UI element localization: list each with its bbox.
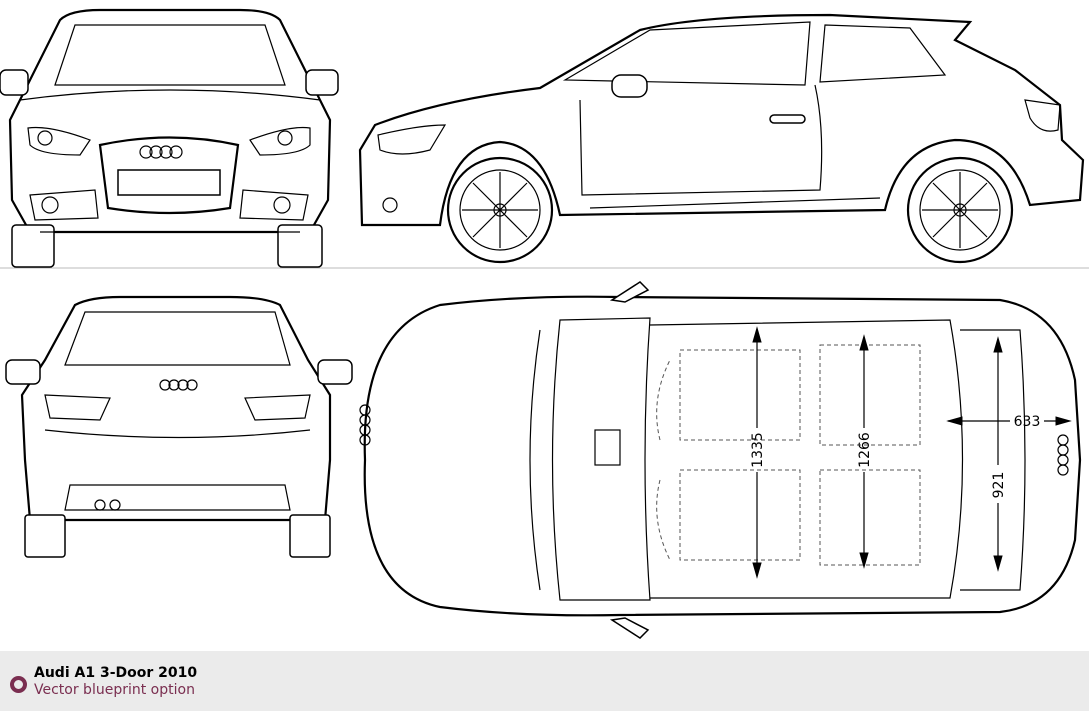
rear-view xyxy=(5,295,353,558)
dimension-1335: 1335 xyxy=(750,326,766,579)
side-view xyxy=(358,13,1085,264)
dimension-label-633: 633 xyxy=(1014,414,1041,430)
dimension-label-1266: 1266 xyxy=(857,432,873,468)
dimension-1266: 1266 xyxy=(857,334,873,569)
blueprint-subtitle[interactable]: Vector blueprint option xyxy=(34,682,195,698)
ring-bullet-icon xyxy=(10,676,27,693)
dimension-label-921: 921 xyxy=(991,472,1007,499)
front-wheel xyxy=(446,156,554,264)
caption-bar: Audi A1 3-Door 2010 Vector blueprint opt… xyxy=(0,651,1089,711)
top-view: 1335 1266 633 921 xyxy=(359,281,1082,639)
car-blueprint-drawing: 1335 1266 633 921 xyxy=(0,8,1089,639)
audi-rings-rear-icon xyxy=(159,379,198,391)
rear-wheel xyxy=(906,156,1014,264)
dimension-921: 921 xyxy=(991,336,1007,572)
front-view xyxy=(0,8,339,268)
dimension-633: 633 xyxy=(946,414,1072,430)
blueprint-title: Audi A1 3-Door 2010 xyxy=(34,665,198,681)
dimension-label-1335: 1335 xyxy=(750,432,766,468)
audi-rings-top-icon xyxy=(359,404,1069,476)
audi-rings-front-icon xyxy=(139,145,183,159)
